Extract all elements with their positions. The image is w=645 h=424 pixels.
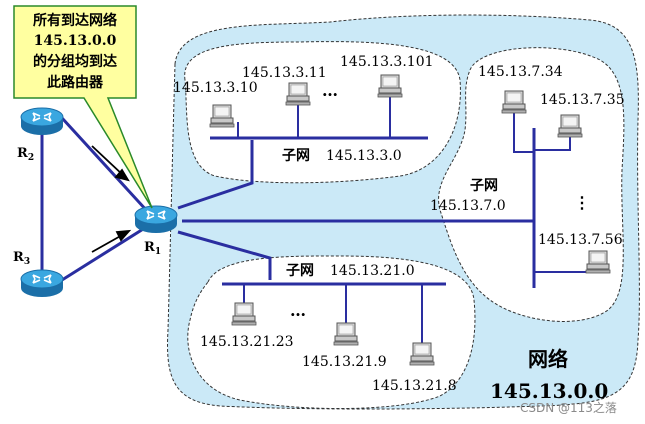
pc-icon xyxy=(557,114,583,138)
r1-links xyxy=(177,140,534,280)
host-label: 145.13.21.23 xyxy=(200,334,294,350)
network-label: 网络 xyxy=(528,347,568,371)
router-r2-icon xyxy=(20,107,64,136)
router-r1-label: R1 xyxy=(144,240,161,257)
host-label: 145.13.21.8 xyxy=(372,378,457,394)
pc-icon xyxy=(333,322,359,346)
subnet-21-label: 子网 xyxy=(286,263,314,279)
router-links xyxy=(40,116,150,282)
callout-box xyxy=(13,5,153,209)
pc-icon xyxy=(585,250,611,274)
host-label: 145.13.3.11 xyxy=(242,65,327,81)
host-label: 145.13.7.56 xyxy=(538,232,623,248)
subnet-3-address: 145.13.3.0 xyxy=(326,148,402,164)
pc-icon xyxy=(231,302,257,326)
pc-icon xyxy=(501,90,527,114)
watermark: CSDN @113之落 xyxy=(520,401,617,415)
arrows xyxy=(91,145,132,253)
subnet-21-address: 145.13.21.0 xyxy=(330,263,415,279)
router-r3-icon xyxy=(20,269,64,298)
pc-icon xyxy=(285,82,311,106)
pc-icon xyxy=(377,74,403,98)
pc-icon xyxy=(409,342,435,366)
host-label: 145.13.3.101 xyxy=(340,54,434,70)
ellipsis: ⋮ xyxy=(574,193,590,212)
ellipsis: … xyxy=(290,301,306,320)
callout-line4: 此路由器 xyxy=(47,74,104,91)
pc-icon xyxy=(209,104,235,128)
host-label: 145.13.7.34 xyxy=(478,64,563,80)
network-address: 145.13.0.0 xyxy=(490,379,608,403)
subnet-21-area xyxy=(187,255,476,410)
callout-line3: 的分组均到达 xyxy=(33,53,117,70)
subnet-7-address: 145.13.7.0 xyxy=(430,198,506,214)
host-label: 145.13.21.9 xyxy=(302,354,387,370)
callout-line2: 145.13.0.0 xyxy=(34,33,117,49)
router-r3-label: R3 xyxy=(13,250,30,267)
subnet-7-label: 子网 xyxy=(470,178,498,194)
callout-line1: 所有到达网络 xyxy=(33,12,117,29)
host-label: 145.13.3.10 xyxy=(173,80,258,96)
subnet-3-label: 子网 xyxy=(282,148,310,164)
router-r1-icon xyxy=(134,205,178,234)
router-r2-label: R2 xyxy=(17,146,34,163)
host-label: 145.13.7.35 xyxy=(540,92,625,108)
ellipsis: … xyxy=(322,81,338,100)
